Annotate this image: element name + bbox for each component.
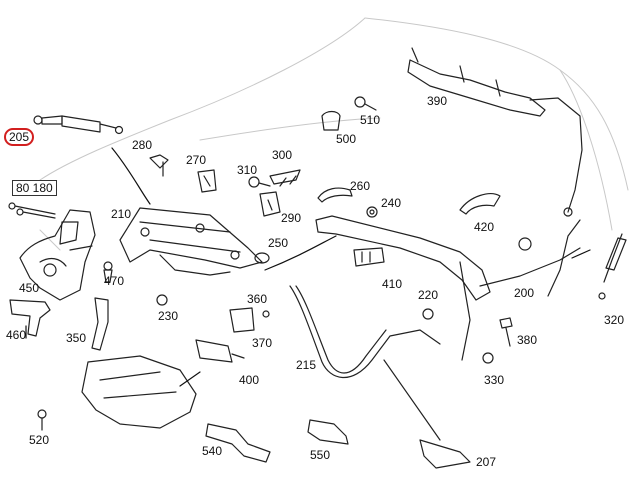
spring-300 xyxy=(269,169,301,187)
part-label-510: 510 xyxy=(360,113,381,127)
part-label-80-180: 80 180 xyxy=(12,180,57,196)
screw-520 xyxy=(37,409,47,431)
part-label-230: 230 xyxy=(158,309,179,323)
bolt-220 xyxy=(422,308,434,320)
plate-460 xyxy=(9,299,51,337)
bolt-470 xyxy=(103,261,113,283)
part-label-210: 210 xyxy=(111,207,132,221)
part-label-270: 270 xyxy=(186,153,207,167)
part-label-300: 300 xyxy=(272,148,293,162)
part-label-320: 320 xyxy=(604,313,625,327)
part-label-280: 280 xyxy=(132,138,153,152)
bracket-540 xyxy=(205,423,271,463)
part-label-550: 550 xyxy=(310,448,331,462)
nut-250 xyxy=(254,252,270,264)
nut-330 xyxy=(482,352,494,364)
leader-lines xyxy=(25,147,591,387)
bolt-360 xyxy=(262,310,270,318)
bolt-230 xyxy=(156,294,168,306)
part-label-380: 380 xyxy=(517,333,538,347)
bracket-550 xyxy=(307,419,349,445)
pin-280 xyxy=(149,154,169,177)
bolt-380 xyxy=(499,317,513,347)
bracket-350 xyxy=(91,297,109,351)
cap-500 xyxy=(321,110,341,131)
part-label-500: 500 xyxy=(336,132,357,146)
part-label-250: 250 xyxy=(268,236,289,250)
screw-510 xyxy=(354,96,377,111)
part-label-290: 290 xyxy=(281,211,302,225)
top-rail-390 xyxy=(407,47,583,213)
rod-207 xyxy=(383,359,471,469)
part-label-470: 470 xyxy=(104,274,125,288)
part-label-200: 200 xyxy=(514,286,535,300)
actuator-400 xyxy=(195,339,245,363)
part-label-400: 400 xyxy=(239,373,260,387)
part-label-360: 360 xyxy=(247,292,268,306)
hinge-bracket-450 xyxy=(19,209,96,301)
part-label-330: 330 xyxy=(484,373,505,387)
part-label-540: 540 xyxy=(202,444,223,458)
part-label-460: 460 xyxy=(6,328,27,342)
part-label-520: 520 xyxy=(29,433,50,447)
clip-270 xyxy=(197,169,217,193)
gas-strut-205 xyxy=(33,115,124,135)
frame-rail xyxy=(315,215,581,361)
part-label-410: 410 xyxy=(382,277,403,291)
part-label-390: 390 xyxy=(427,94,448,108)
part-label-450: 450 xyxy=(19,281,40,295)
part-label-310: 310 xyxy=(237,163,258,177)
part-label-370: 370 xyxy=(252,336,273,350)
part-label-220: 220 xyxy=(418,288,439,302)
bracket-290 xyxy=(259,191,281,217)
gas-strut-320 xyxy=(598,233,627,300)
bracket-370 xyxy=(229,307,255,333)
side-link-200 xyxy=(518,207,581,297)
part-label-240: 240 xyxy=(381,196,402,210)
part-label-420: 420 xyxy=(474,220,495,234)
strap-420 xyxy=(459,193,501,215)
part-label-207: 207 xyxy=(476,455,497,469)
part-label-260: 260 xyxy=(350,179,371,193)
washer-240 xyxy=(366,206,378,218)
pad-260 xyxy=(317,187,353,203)
clip-410 xyxy=(353,247,385,267)
part-label-350: 350 xyxy=(66,331,87,345)
part-label-215: 215 xyxy=(296,358,317,372)
part-label-205: 205 xyxy=(4,128,35,146)
cover-assembly xyxy=(81,355,197,429)
main-linkage-210 xyxy=(119,207,263,276)
vehicle-body-outline xyxy=(39,17,629,251)
bent-rod-215 xyxy=(289,285,441,379)
bolt-310 xyxy=(248,176,271,188)
bolts-80-180 xyxy=(8,202,56,219)
